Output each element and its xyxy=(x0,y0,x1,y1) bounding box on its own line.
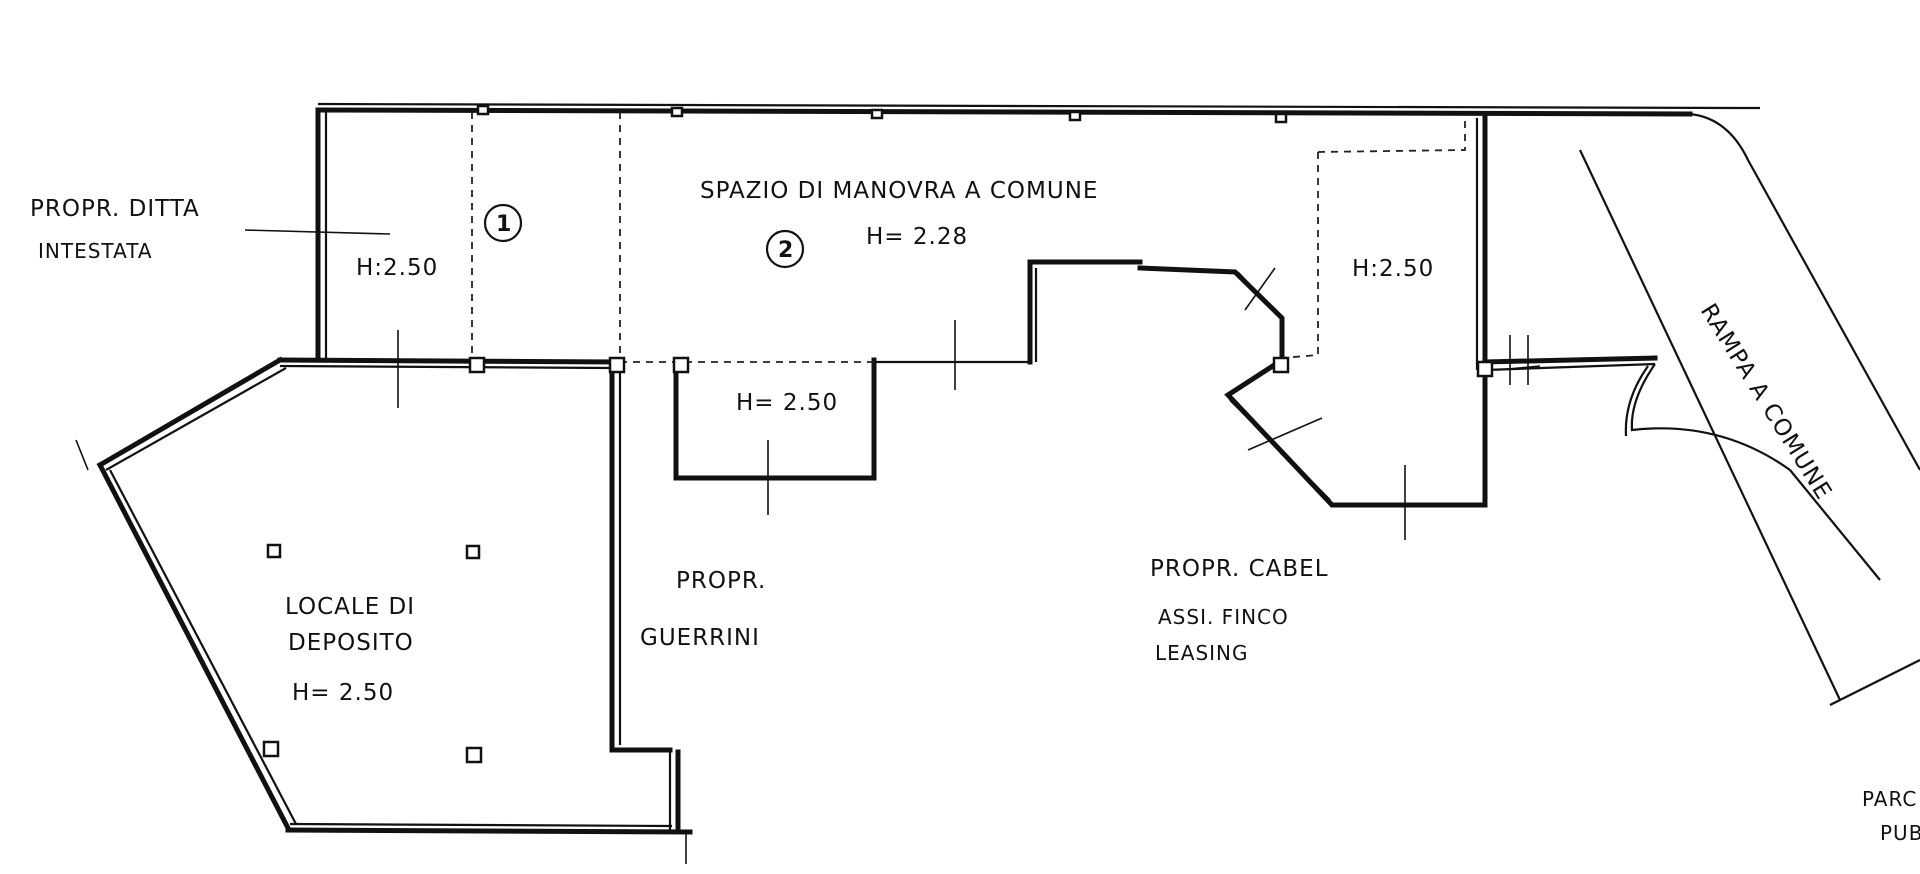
label-locale: LOCALE DI xyxy=(285,594,415,620)
outer-walls xyxy=(96,102,1920,835)
label-h-room1: H:2.50 xyxy=(356,255,438,281)
label-assi-finco: ASSI. FINCO xyxy=(1158,605,1289,629)
label-h-right-room: H:2.50 xyxy=(1352,256,1434,282)
label-deposito: DEPOSITO xyxy=(288,630,414,656)
label-h-small-niche: H= 2.50 xyxy=(736,390,838,416)
pillar xyxy=(1476,360,1494,378)
pillar xyxy=(608,356,626,374)
label-rampa: RAMPA A COMUNE xyxy=(1695,299,1837,504)
label-propr-guerrini: PROPR. xyxy=(676,568,766,594)
pillar xyxy=(672,356,690,374)
label-leasing: LEASING xyxy=(1155,641,1249,665)
pillar xyxy=(1068,110,1082,122)
pillar xyxy=(465,746,483,764)
pillar xyxy=(465,544,481,560)
label-h-228: H= 2.28 xyxy=(866,224,968,250)
pillar xyxy=(476,104,490,116)
pillar xyxy=(1274,112,1288,124)
label-h-locale: H= 2.50 xyxy=(292,680,394,706)
room-number-circle xyxy=(765,229,805,269)
label-spazio-manovra: SPAZIO DI MANOVRA A COMUNE xyxy=(700,178,1098,204)
pillar xyxy=(262,740,280,758)
dashed-lines xyxy=(471,112,1466,363)
label-propr-ditta: PROPR. DITTA xyxy=(30,196,200,222)
room-number-2: 2 xyxy=(778,238,793,263)
label-parcheggio: PARC xyxy=(1862,787,1917,811)
pillar xyxy=(468,356,486,374)
room-number-1: 1 xyxy=(496,212,511,237)
label-guerrini: GUERRINI xyxy=(640,625,760,651)
pillars xyxy=(262,104,1494,764)
pillar xyxy=(266,543,282,559)
pillar xyxy=(670,106,684,118)
label-intestata: INTESTATA xyxy=(38,239,153,263)
pillar xyxy=(870,108,884,120)
label-pubblico: PUB xyxy=(1880,821,1920,845)
section-ticks xyxy=(75,229,1541,864)
label-propr-cabel: PROPR. CABEL xyxy=(1150,556,1329,582)
room-number-circle xyxy=(483,203,523,243)
pillar xyxy=(1272,356,1290,374)
